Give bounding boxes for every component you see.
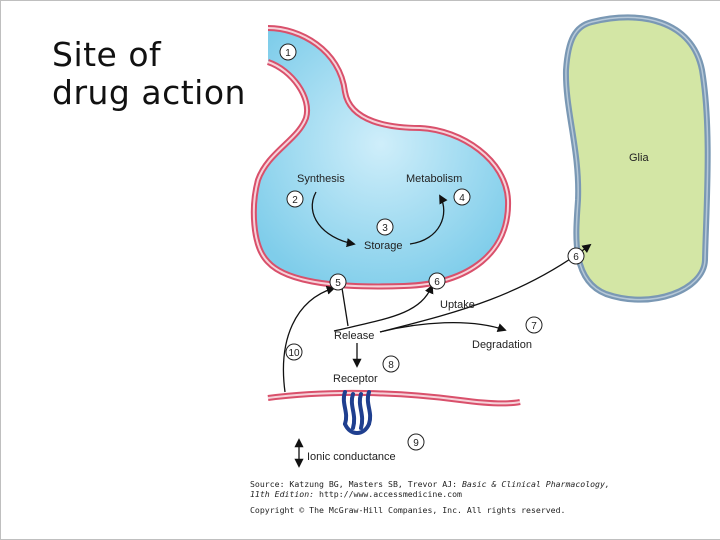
slide-title-line-1: Site of bbox=[52, 35, 162, 74]
reuptake-arrow bbox=[333, 284, 434, 332]
slide-border-top bbox=[0, 0, 720, 1]
postsynaptic-membrane-inner bbox=[267, 391, 521, 405]
source-line-2: 11th Edition: http://www.accessmedicine.… bbox=[250, 489, 462, 499]
step-6b-number: 6 bbox=[573, 252, 579, 263]
synthesis-to-storage-arrow bbox=[311, 191, 356, 248]
slide-title: Site of drug action bbox=[52, 36, 246, 112]
glia-uptake-arrow bbox=[379, 243, 592, 333]
release-exocytosis-line bbox=[341, 287, 349, 327]
step-3-number: 3 bbox=[382, 223, 388, 234]
uptake-label: Uptake bbox=[440, 299, 475, 311]
metabolism-label: Metabolism bbox=[406, 173, 462, 185]
step-10-circle bbox=[285, 343, 303, 361]
step-6a-circle bbox=[428, 272, 446, 290]
step-5-circle bbox=[329, 273, 347, 291]
slide-title-line-2: drug action bbox=[52, 73, 246, 112]
step-9-number: 9 bbox=[413, 438, 419, 449]
step-5-number: 5 bbox=[335, 278, 341, 289]
step-2-number: 2 bbox=[292, 195, 298, 206]
autoreceptor-feedback-arrow bbox=[282, 285, 336, 393]
degradation-label: Degradation bbox=[472, 339, 532, 351]
receptor-protein bbox=[341, 390, 373, 435]
receptor-label: Receptor bbox=[333, 373, 378, 385]
storage-label: Storage bbox=[364, 240, 403, 252]
slide-border-left bbox=[0, 0, 1, 540]
step-1-circle bbox=[279, 43, 297, 61]
step-4-circle bbox=[453, 188, 471, 206]
step-7-number: 7 bbox=[531, 321, 537, 332]
degradation-arrow bbox=[379, 321, 507, 333]
step-7-circle bbox=[525, 316, 543, 334]
step-8-number: 8 bbox=[388, 360, 394, 371]
storage-to-metabolism-arrow bbox=[409, 194, 448, 245]
step-2-circle bbox=[286, 190, 304, 208]
step-1-number: 1 bbox=[285, 48, 291, 59]
source-line-1: Source: Katzung BG, Masters SB, Trevor A… bbox=[250, 479, 610, 489]
step-6a-number: 6 bbox=[434, 277, 440, 288]
step-9-circle bbox=[407, 433, 425, 451]
step-8-circle bbox=[382, 355, 400, 373]
step-3-circle bbox=[376, 218, 394, 236]
glia-label: Glia bbox=[629, 152, 649, 164]
glia-border-inner bbox=[565, 16, 709, 301]
step-10-number: 10 bbox=[288, 348, 300, 359]
release-label: Release bbox=[334, 330, 374, 342]
ionic-conductance-label: Ionic conductance bbox=[307, 451, 396, 463]
step-4-number: 4 bbox=[459, 193, 465, 204]
copyright-line: Copyright © The McGraw-Hill Companies, I… bbox=[250, 505, 565, 515]
step-6b-circle bbox=[567, 247, 585, 265]
synthesis-label: Synthesis bbox=[297, 173, 345, 185]
